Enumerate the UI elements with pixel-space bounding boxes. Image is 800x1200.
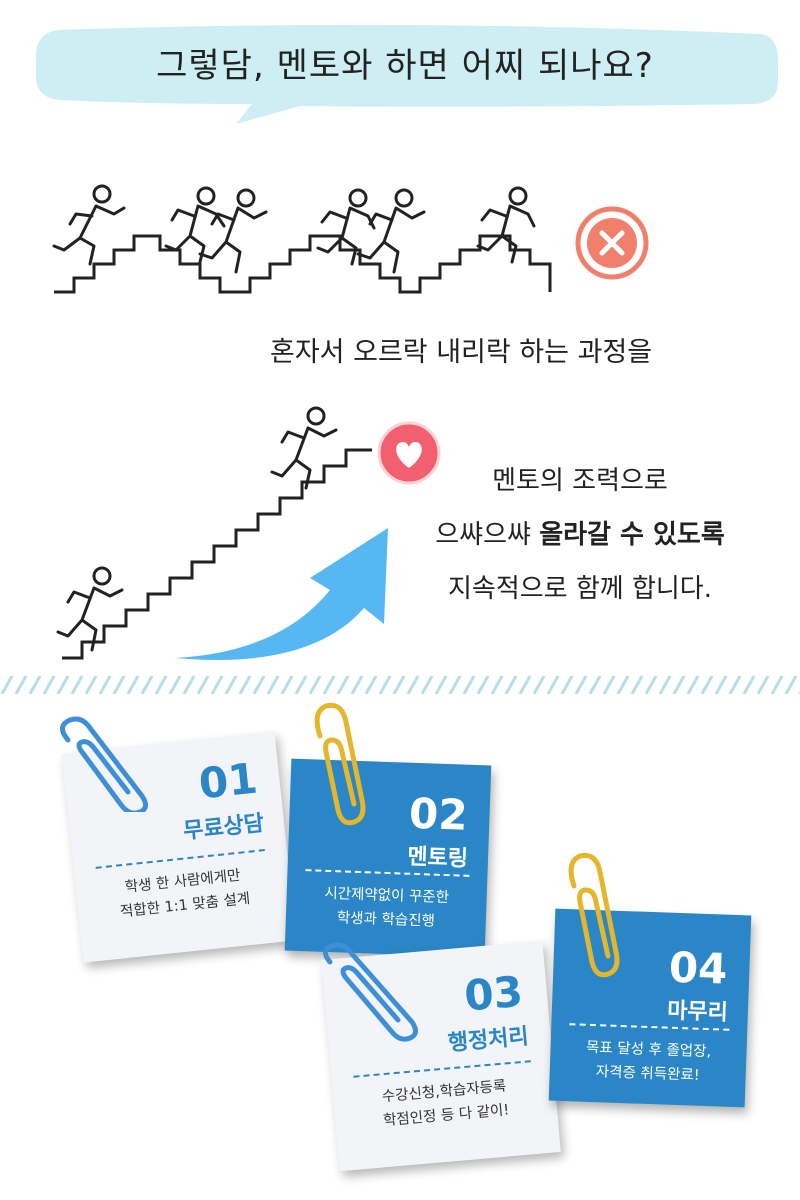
card-number: 01: [196, 753, 260, 809]
ascending-stairs-illustration: [56, 406, 372, 660]
paperclip-icon: [568, 852, 620, 978]
paperclip-icon: [314, 702, 366, 826]
card-description: 목표 달성 후 졸업장,자격증 취득완료!: [585, 1039, 712, 1084]
card-number: 04: [668, 942, 729, 994]
up-down-stairs-illustration: [52, 184, 552, 294]
runner-icon: [198, 188, 268, 274]
paperclip-icon: [60, 716, 148, 812]
speech-bubble: [36, 24, 778, 124]
runner-icon: [476, 186, 536, 264]
mentor-line-1: 멘토의 조력으로: [492, 466, 668, 496]
solo-description: 혼자서 오르락 내리락 하는 과정을: [270, 337, 653, 368]
card-title: 행정처리: [446, 1024, 530, 1057]
paperclip-icon: [323, 942, 418, 1042]
curved-up-arrow-icon: [176, 528, 388, 660]
runner-icon: [316, 188, 376, 266]
runner-icon: [164, 186, 226, 264]
mentor-line-2: 으쌰으쌰 올라갈 수 있도록: [435, 520, 725, 550]
runner-icon: [56, 566, 124, 652]
runner-icon: [356, 188, 426, 274]
runner-icon: [270, 406, 338, 490]
card-number: 02: [408, 788, 469, 840]
card-title: 멘토링: [406, 844, 469, 872]
heart-circle-icon: [377, 421, 441, 485]
runner-icon: [52, 184, 126, 266]
mentor-line-3: 지속적으로 함께 합니다.: [448, 574, 712, 604]
card-number: 03: [462, 966, 525, 1021]
question-heading: 그렇담, 멘토와 하면 어찌 되나요?: [156, 46, 654, 86]
x-circle-icon: [575, 206, 649, 280]
card-title: 마무리: [666, 998, 729, 1026]
stripe-divider: [0, 676, 800, 694]
card-title: 무료상담: [182, 811, 266, 845]
